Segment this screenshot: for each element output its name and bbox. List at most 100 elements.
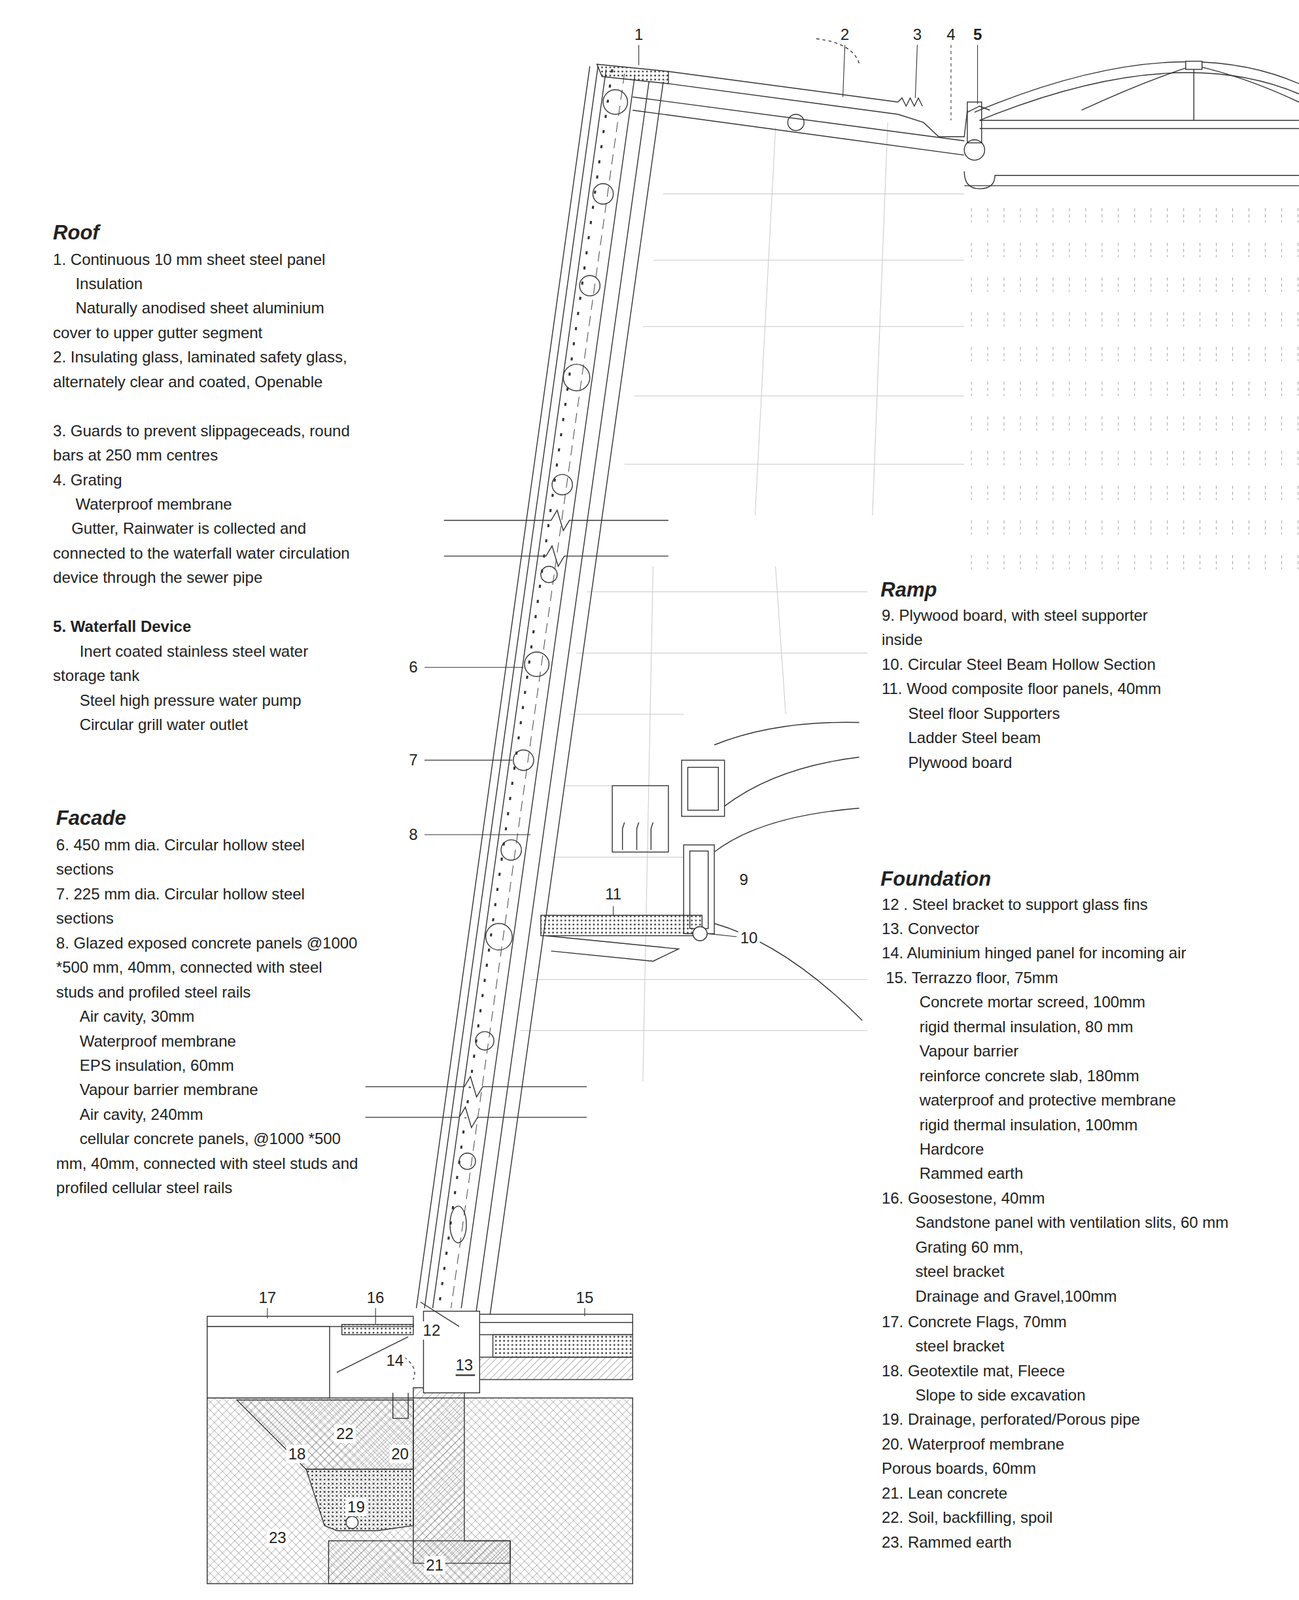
note-text: Air cavity, 30mm: [79, 1004, 195, 1029]
note-text: waterproof and protective membrane: [919, 1087, 1177, 1112]
callout-number: 3: [911, 25, 924, 44]
callout-number: 23: [266, 1528, 289, 1547]
note-text: 15. Terrazzo floor, 75mm: [885, 965, 1059, 990]
note-text: 8. Glazed exposed concrete panels @1000 …: [56, 930, 363, 1005]
drawing-circle: [501, 839, 522, 861]
drawing-line: [424, 760, 513, 761]
drawing-path: [1081, 65, 1195, 111]
note-text: 2. Insulating glass, laminated safety gl…: [52, 344, 349, 394]
drawing-rect: [612, 785, 669, 852]
drawing-line: [576, 652, 868, 654]
callout-number: 19: [345, 1497, 367, 1517]
drawing-line: [642, 326, 965, 328]
note-text: Drainage and Gravel,100mm: [915, 1283, 1117, 1309]
drawing-path: [1193, 65, 1299, 103]
drawing-line: [632, 96, 965, 141]
drawing-line: [438, 69, 613, 1309]
note-text: Inert coated stainless steel water stora…: [52, 639, 352, 689]
note-text: Circular grill water outlet: [79, 712, 248, 737]
drawing-line: [642, 566, 654, 1082]
callout-number: 15: [574, 1288, 596, 1307]
foundation: [207, 1301, 633, 1584]
note-text: Naturally anodised sheet aluminium cover…: [52, 295, 365, 345]
drawing-line: [520, 1030, 868, 1031]
note-text: 22. Soil, backfilling, spoil: [881, 1505, 1053, 1530]
drawing-rect: [687, 767, 719, 811]
note-text: Hardcore: [919, 1136, 985, 1161]
drawing-rect: [681, 760, 725, 817]
note-text: rigid thermal insulation, 80 mm: [919, 1014, 1134, 1039]
section-heading: Ramp: [880, 577, 937, 602]
callout-number: 21: [423, 1556, 446, 1575]
callout-number: 4: [944, 25, 957, 44]
drawing-path: [816, 38, 860, 63]
drawing-rect: [479, 1322, 633, 1335]
drawing-line: [266, 1308, 268, 1319]
callout-number: 22: [334, 1424, 356, 1443]
drawing-line: [843, 45, 846, 98]
note-text: steel bracket: [915, 1333, 1005, 1358]
drawing-line: [569, 713, 685, 715]
note-text: 3. Guards to prevent slippageceads, roun…: [52, 418, 352, 468]
callout-number: 7: [406, 750, 420, 770]
drawing-polyline: [546, 935, 679, 961]
drawing-line: [708, 933, 738, 937]
drawing-circle: [592, 183, 613, 205]
drawing-rect: [540, 915, 702, 936]
note-text: 10. Circular Steel Beam Hollow Section: [881, 652, 1156, 677]
drawing-line: [584, 1308, 585, 1317]
drawing-line: [433, 69, 607, 1309]
callout-number: 8: [406, 825, 420, 844]
drawing-line: [632, 109, 965, 156]
note-text: Ladder Steel beam: [907, 725, 1041, 750]
drawing-path: [964, 171, 1299, 190]
drawing-circle: [475, 1031, 494, 1050]
drawing-circle: [485, 923, 513, 951]
callout-number: 20: [389, 1444, 411, 1464]
note-text: Waterproof membrane: [75, 491, 232, 517]
drawing-line: [550, 856, 684, 858]
note-text: Concrete mortar screed, 100mm: [919, 989, 1146, 1014]
note-text: 13. Convector: [881, 916, 980, 941]
drawing-path: [714, 923, 863, 1021]
drawing-path: [714, 807, 860, 852]
drawing-polyline: [393, 1392, 409, 1419]
drawing-line: [915, 45, 918, 99]
drawing-rect: [464, 1357, 633, 1380]
callout-number: 1: [632, 25, 645, 44]
callout-number: 5: [971, 25, 984, 44]
leader-lines: [267, 45, 978, 1325]
section-heading: Roof: [52, 220, 100, 245]
drawing-line: [451, 73, 625, 1309]
note-text: reinforce concrete slab, 180mm: [919, 1063, 1140, 1088]
callout-number: 12: [421, 1321, 443, 1340]
note-text: Vapour barrier: [919, 1038, 1020, 1063]
drawing-line: [979, 128, 1299, 129]
section-heading: Facade: [56, 805, 127, 831]
note-text: 7. 225 mm dia. Circular hollow steel sec…: [56, 881, 348, 931]
drawing-line: [424, 667, 524, 668]
note-text: Rammed earth: [919, 1160, 1024, 1186]
note-text: 11. Wood composite floor panels, 40mm: [881, 676, 1161, 701]
section-heading: Foundation: [880, 866, 991, 891]
drawing-line: [461, 76, 635, 1309]
drawing-line: [872, 122, 888, 516]
callout-number: 18: [286, 1444, 309, 1464]
drawing-line: [663, 193, 965, 195]
drawing-line: [489, 81, 664, 1317]
note-text: 21. Lean concrete: [881, 1480, 1008, 1506]
drawing-rect: [967, 102, 982, 143]
drawing-line: [424, 66, 598, 1308]
drawing-line: [1193, 65, 1195, 121]
drawing-ellipse: [450, 1206, 467, 1243]
note-heading: 5. Waterfall Device: [52, 614, 191, 639]
drawing-line: [638, 45, 640, 66]
drawing-path: [365, 1107, 588, 1128]
note-text: 18. Geotextile mat, Fleece: [881, 1358, 1065, 1383]
drawing-circle: [459, 1153, 476, 1170]
drawing-path: [365, 1076, 588, 1097]
drawing-path: [724, 756, 860, 806]
drawing-line: [475, 81, 649, 1317]
drawing-path: [714, 722, 860, 745]
